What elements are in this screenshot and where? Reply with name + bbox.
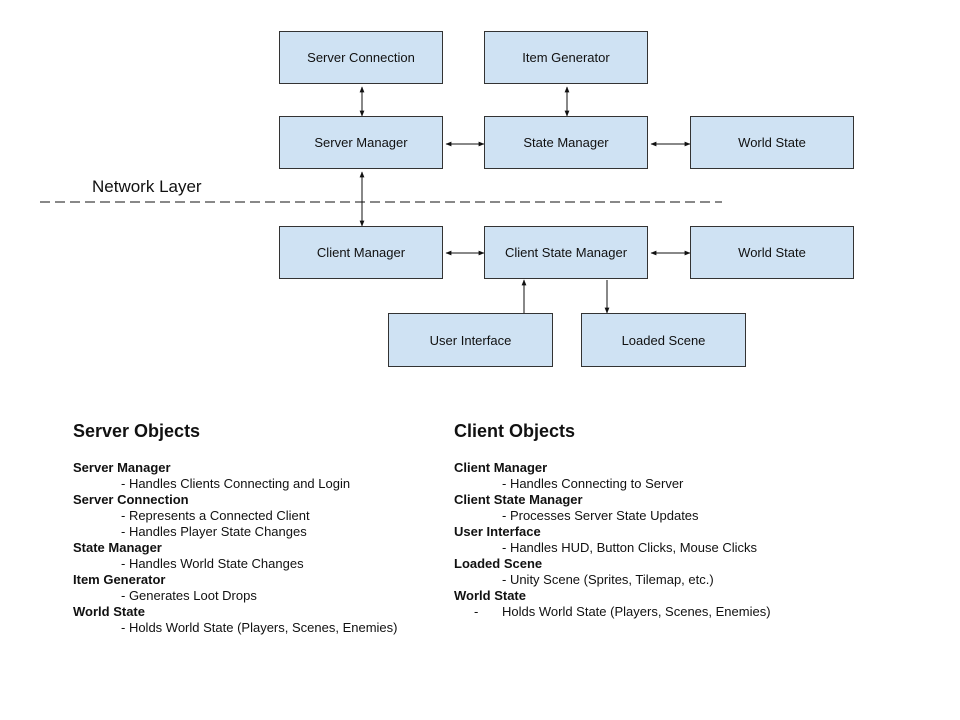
client-object-title: World State — [454, 588, 526, 603]
box-item-generator: Item Generator — [484, 31, 648, 84]
client-objects-list: Client Manager- Handles Connecting to Se… — [454, 460, 771, 620]
client-object-description: - Holds World State (Players, Scenes, Ene… — [454, 604, 771, 620]
server-object-title: Item Generator — [73, 572, 166, 587]
server-object-title: World State — [73, 604, 145, 619]
server-objects-list: Server Manager- Handles Clients Connecti… — [73, 460, 397, 636]
box-world-state-server: World State — [690, 116, 854, 169]
client-object-description-text: Holds World State (Players, Scenes, Enem… — [502, 604, 771, 619]
client-objects-heading: Client Objects — [454, 421, 576, 441]
client-object-description: - Handles Connecting to Server — [502, 476, 684, 491]
box-user-interface: User Interface — [388, 313, 553, 367]
server-object-title: Server Manager — [73, 460, 171, 475]
box-loaded-scene: Loaded Scene — [581, 313, 746, 367]
client-object-description: - Handles HUD, Button Clicks, Mouse Clic… — [502, 540, 758, 555]
client-objects-panel: Client Objects Client Manager- Handles C… — [454, 420, 771, 620]
client-object-title: Client State Manager — [454, 492, 583, 507]
box-state-manager: State Manager — [484, 116, 648, 169]
client-object-description: - Unity Scene (Sprites, Tilemap, etc.) — [502, 572, 714, 587]
server-object-description: - Handles Clients Connecting and Login — [121, 476, 351, 491]
server-object-title: Server Connection — [73, 492, 189, 507]
bullet-dash: - — [474, 604, 479, 619]
server-object-description: - Generates Loot Drops — [121, 588, 257, 603]
server-object-description: - Represents a Connected Client — [121, 508, 310, 523]
client-object-title: Loaded Scene — [454, 556, 543, 571]
server-object-description: - Handles World State Changes — [121, 556, 304, 571]
box-world-state-client: World State — [690, 226, 854, 279]
network-layer-label: Network Layer — [92, 177, 202, 196]
client-object-description: - Processes Server State Updates — [502, 508, 699, 523]
box-client-state-manager: Client State Manager — [484, 226, 648, 279]
box-server-connection: Server Connection — [279, 31, 443, 84]
client-object-title: User Interface — [454, 524, 541, 539]
box-server-manager: Server Manager — [279, 116, 443, 169]
box-client-manager: Client Manager — [279, 226, 443, 279]
server-objects-panel: Server Objects Server Manager- Handles C… — [73, 420, 397, 636]
server-object-title: State Manager — [73, 540, 162, 555]
server-object-description: - Holds World State (Players, Scenes, En… — [121, 620, 398, 635]
client-object-title: Client Manager — [454, 460, 548, 475]
server-object-description: - Handles Player State Changes — [121, 524, 307, 539]
server-objects-heading: Server Objects — [73, 421, 201, 441]
